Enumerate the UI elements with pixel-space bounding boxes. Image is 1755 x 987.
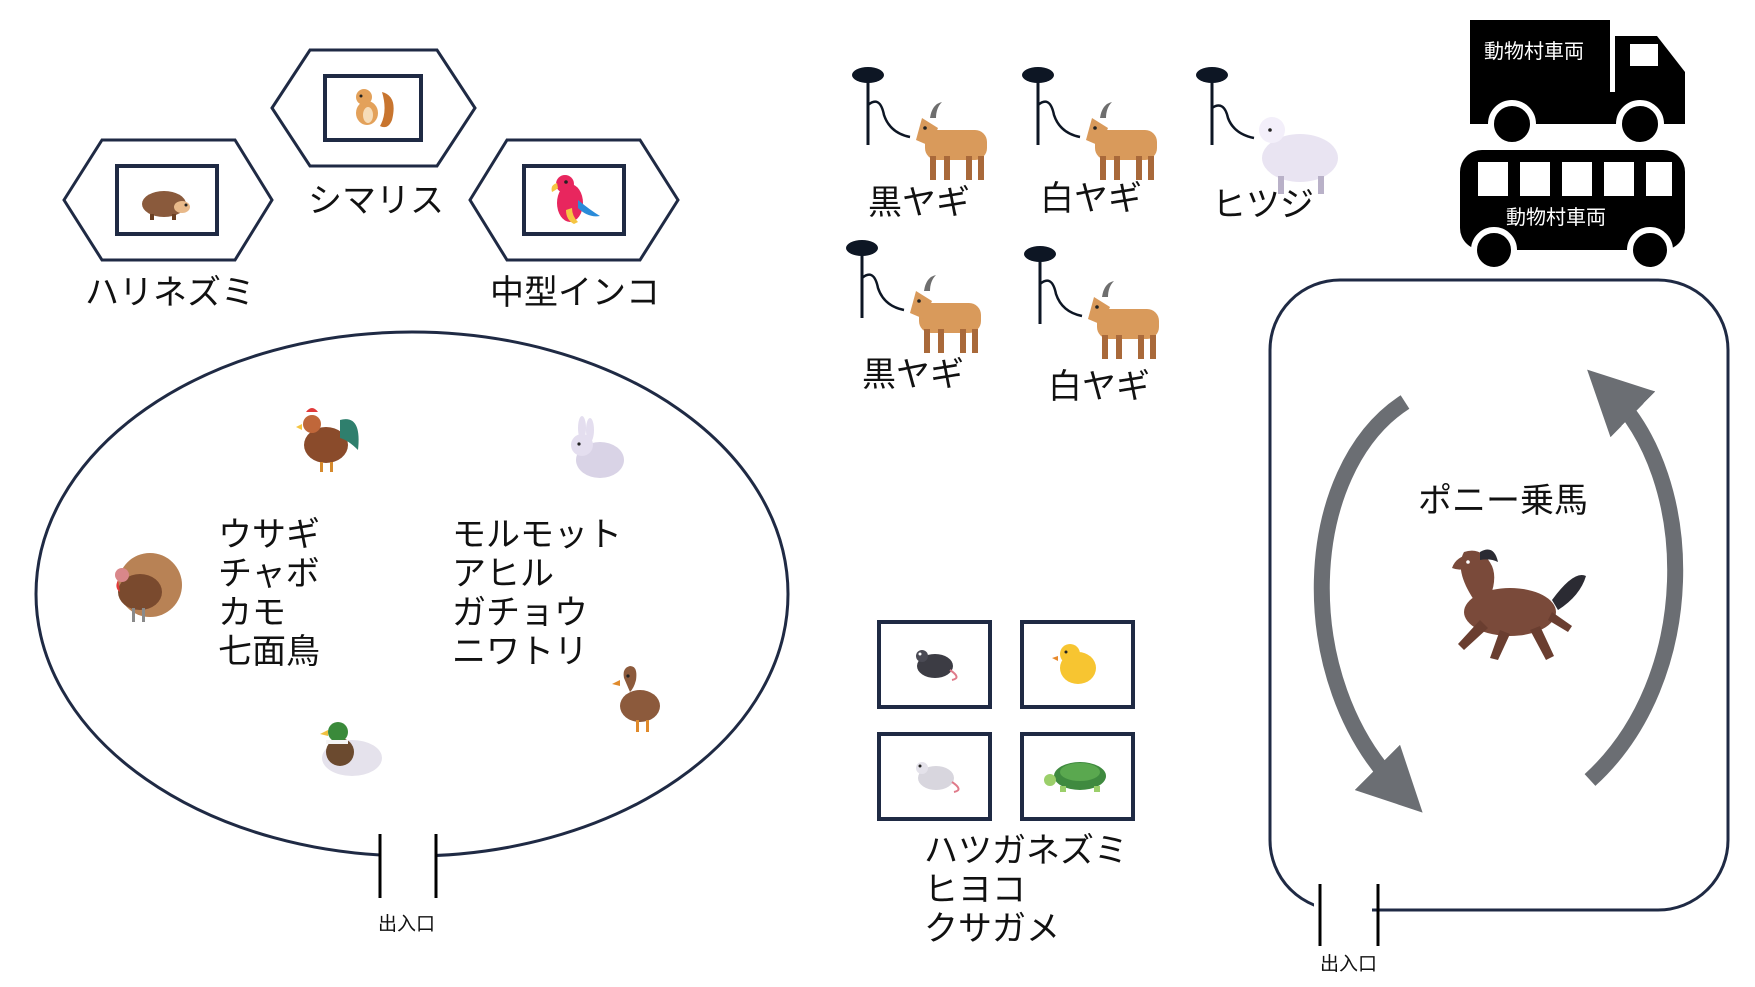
- goat-2-label: 白ヤギ: [1040, 179, 1142, 219]
- sheep-icon: [1259, 117, 1338, 194]
- enclosure-right-list-item: ガチョウ: [452, 593, 588, 633]
- goat-4: 白ヤギ: [1024, 246, 1159, 407]
- hedgehog-label: ハリネズミ: [85, 273, 255, 313]
- mallard-icon: [320, 722, 382, 776]
- sheep: ヒツジ: [1196, 67, 1338, 225]
- pony-ring: 出入口 ポニー乗馬: [1268, 278, 1730, 975]
- enclosure-left-list-item: チャボ: [218, 554, 320, 594]
- enclosure-left-list-item: ウサギ: [218, 515, 320, 555]
- truck-label: 動物村車両: [1484, 39, 1584, 63]
- mouse-white-icon: [916, 762, 960, 793]
- goat-1-label: 黒ヤギ: [868, 183, 970, 223]
- goat-icon: [916, 102, 987, 180]
- parakeet-icon: [551, 175, 600, 224]
- mouse-dark-icon: [916, 650, 958, 681]
- enclosure-right-list: モルモットアヒルガチョウニワトリ: [452, 515, 622, 672]
- small-cages-list: ハツガネズミヒヨコクサガメ: [924, 831, 1128, 949]
- circulation-arrow-up: [1584, 369, 1684, 786]
- enclosure-right-list-item: ニワトリ: [452, 632, 588, 672]
- small-cages-list-item: クサガメ: [924, 909, 1060, 949]
- turkey-icon: [115, 553, 182, 622]
- goat-3: 黒ヤギ: [846, 240, 981, 395]
- rabbit-icon: [571, 416, 624, 478]
- enclosure-left-list-item: カモ: [218, 593, 286, 633]
- goat-icon: [1088, 281, 1159, 359]
- parakeet-label: 中型インコ: [490, 273, 660, 313]
- enclosure-right-list-item: モルモット: [452, 515, 622, 555]
- bus-label: 動物村車両: [1506, 205, 1606, 229]
- goat-1: 黒ヤギ: [852, 67, 987, 223]
- circulation-arrow-down: [1313, 395, 1423, 813]
- horse-icon: [1452, 549, 1586, 660]
- enclosure-entrance-label: 出入口: [378, 913, 435, 935]
- goat-3-label: 黒ヤギ: [862, 355, 964, 395]
- goat-2: 白ヤギ: [1022, 67, 1157, 219]
- hedgehog-icon: [142, 191, 190, 220]
- enclosure-left-list-item: 七面鳥: [218, 632, 320, 672]
- goat-icon: [1086, 102, 1157, 180]
- pony-entrance-label: 出入口: [1320, 953, 1377, 975]
- truck: 動物村車両: [1470, 20, 1685, 148]
- rooster-icon: [296, 408, 359, 472]
- goat-group: 黒ヤギ 白ヤギ: [846, 67, 1338, 407]
- turtle-icon: [1044, 762, 1106, 792]
- chipmunk-icon: [356, 89, 394, 128]
- small-cages: ハツガネズミヒヨコクサガメ: [877, 620, 1135, 949]
- small-cages-list-item: ヒヨコ: [924, 870, 1026, 910]
- enclosure-right-list-item: アヒル: [452, 554, 554, 594]
- hedgehog-cage: ハリネズミ: [62, 138, 274, 313]
- bus: 動物村車両: [1460, 150, 1685, 273]
- small-cages-list-item: ハツガネズミ: [924, 831, 1128, 871]
- pony-title: ポニー乗馬: [1418, 481, 1588, 521]
- goat-4-label: 白ヤギ: [1048, 367, 1150, 407]
- goat-icon: [910, 275, 981, 353]
- chipmunk-label: シマリス: [308, 181, 444, 221]
- parakeet-cage: 中型インコ: [468, 138, 680, 313]
- bird-enclosure: 出入口: [34, 330, 790, 935]
- sheep-label: ヒツジ: [1212, 185, 1314, 225]
- duck-icon: [612, 666, 660, 732]
- chick-icon: [1052, 644, 1096, 684]
- enclosure-left-list: ウサギチャボカモ七面鳥: [218, 515, 320, 672]
- chipmunk-cage: シマリス: [270, 48, 477, 221]
